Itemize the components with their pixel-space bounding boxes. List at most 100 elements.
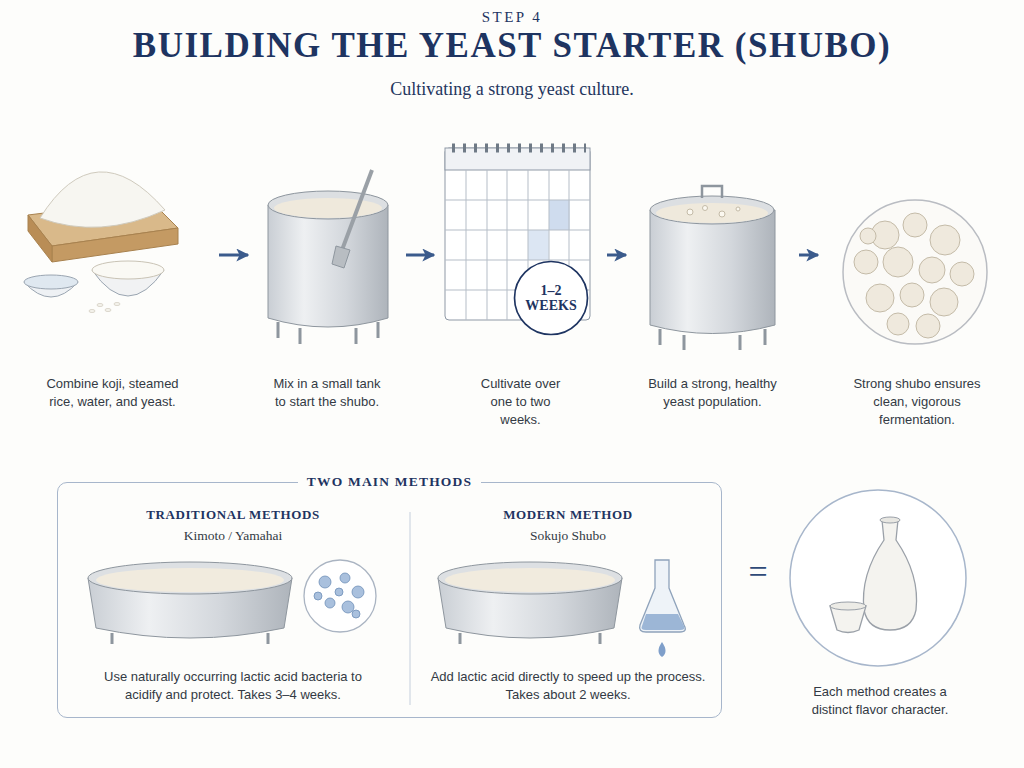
- rice-tray-side: [28, 215, 52, 262]
- method-column: TRADITIONAL METHODS Kimoto / YamahaiUse n…: [68, 503, 398, 708]
- rice-grain: [105, 308, 111, 311]
- yeast-cell: [930, 225, 960, 255]
- paddle-blade: [332, 246, 350, 268]
- process-step: Strong shubo ensures clean, vigorous fer…: [822, 125, 1012, 429]
- methods-panel: TWO MAIN METHODSTRADITIONAL METHODSKimot…: [57, 482, 722, 718]
- bottle-lip: [880, 517, 900, 523]
- yeast-cell: [916, 314, 940, 338]
- method-text: Use naturally occurring lactic acid bact…: [93, 668, 373, 704]
- vat-mash: [445, 568, 615, 592]
- yeast-cell: [950, 262, 974, 286]
- flow-arrow: [406, 254, 434, 257]
- tank-legs: [660, 329, 765, 350]
- yeast-cell: [866, 284, 894, 312]
- tank-handle: [702, 186, 722, 198]
- flow-arrow: [799, 254, 818, 257]
- vat-rim: [438, 562, 622, 594]
- process-step: Mix in a small tank to start the shubo.: [252, 125, 402, 411]
- connector-layer: [219, 255, 818, 256]
- method-heading: MODERN METHOD: [503, 507, 633, 523]
- lactic-bacterium: [325, 598, 335, 608]
- paddle-handle: [342, 170, 372, 250]
- vat-rim: [88, 562, 292, 594]
- step-text: Mix in a small tank to start the shubo.: [267, 375, 387, 411]
- step-text: Combine koji, steamed rice, water, and y…: [38, 375, 188, 411]
- method-name: Sokujo Shubo: [530, 527, 606, 544]
- flow-arrow: [607, 254, 626, 257]
- bubble: [703, 206, 708, 211]
- method-divider: [410, 512, 411, 705]
- tank-mash: [274, 198, 382, 218]
- lactic-bacterium: [352, 586, 364, 598]
- yeast-cell: [919, 257, 945, 283]
- result-node: Each method creates a distinct flavor ch…: [770, 480, 990, 719]
- rice-grain: [89, 309, 95, 312]
- badge-circle: [515, 262, 588, 335]
- calendar-highlight: [549, 200, 570, 230]
- vat-mash: [96, 568, 284, 592]
- lactic-bacterium: [352, 610, 360, 618]
- title: BUILDING THE YEAST STARTER (SHUBO): [0, 26, 1024, 66]
- tank-mash: [656, 203, 768, 223]
- lactic-acid: [642, 614, 685, 630]
- bubble: [719, 211, 725, 217]
- step-label: STEP 4: [0, 8, 1024, 26]
- acid-flask: [640, 560, 686, 632]
- calendar-rings: [452, 144, 586, 153]
- steamed-rice-mound: [40, 172, 165, 227]
- rice-tray-front: [52, 228, 178, 262]
- tank-legs: [278, 322, 378, 344]
- yeast-cell: [903, 213, 927, 237]
- lactic-bacterium: [319, 576, 331, 588]
- vat-legs: [112, 633, 268, 644]
- yeast-cell: [930, 288, 958, 316]
- yeast-cell: [887, 313, 909, 335]
- lactic-bacterium: [340, 573, 350, 583]
- tank-rim: [268, 191, 388, 219]
- acid-drop: [659, 642, 666, 657]
- subtitle: Cultivating a strong yeast culture.: [0, 78, 1024, 100]
- result-circle: [790, 490, 966, 666]
- method-column: MODERN METHOD Sokujo ShuboAdd lactic acid…: [423, 503, 713, 708]
- equals-sign: =: [738, 552, 778, 592]
- duration-badge: 1–2 WEEKS: [513, 260, 589, 336]
- result-text: Each method creates a distinct flavor ch…: [805, 683, 955, 719]
- sake-bottle: [863, 520, 916, 630]
- method-name: Kimoto / Yamahai: [184, 527, 283, 544]
- process-step: Combine koji, steamed rice, water, and y…: [10, 125, 215, 411]
- step-label-slot: STEP 4: [0, 8, 1024, 26]
- step-text: Build a strong, healthy yeast population…: [638, 375, 788, 411]
- bubble: [736, 207, 740, 211]
- calendar-highlight: [528, 230, 549, 260]
- method-text: Add lactic acid directly to speed up the…: [428, 668, 708, 704]
- microscope-view: [843, 200, 987, 344]
- vat-legs: [460, 633, 600, 644]
- lactic-bacterium: [314, 592, 322, 600]
- rice-grain: [97, 303, 103, 306]
- duration-text: 1–2 WEEKS: [521, 283, 581, 314]
- calendar-header: [445, 148, 590, 170]
- subtitle-slot: Cultivating a strong yeast culture.: [0, 78, 1024, 100]
- lactic-bacterium: [342, 601, 354, 613]
- step-text: Cultivate over one to two weeks.: [469, 375, 573, 429]
- process-step: Build a strong, healthy yeast population…: [630, 125, 795, 411]
- equals-sign-slot: =: [738, 552, 778, 592]
- method-heading: TRADITIONAL METHODS: [146, 507, 320, 523]
- yeast-cell: [883, 247, 913, 277]
- koji-rice: [92, 261, 164, 279]
- rice-grain: [114, 302, 120, 305]
- tank-rim: [650, 196, 774, 224]
- yeast-cell: [860, 228, 876, 244]
- cup-rim: [830, 602, 866, 610]
- lactic-bacterium: [335, 588, 343, 596]
- step-text: Strong shubo ensures clean, vigorous fer…: [850, 375, 985, 429]
- panel-heading: TWO MAIN METHODS: [298, 474, 481, 490]
- bubble: [687, 209, 693, 215]
- fermenting-tank: [650, 210, 775, 334]
- title-slot: BUILDING THE YEAST STARTER (SHUBO): [0, 26, 1024, 66]
- yeast-cell: [900, 283, 924, 307]
- yeast-cell: [854, 250, 878, 274]
- process-step: Cultivate over one to two weeks. 1–2 WEEK…: [438, 125, 603, 429]
